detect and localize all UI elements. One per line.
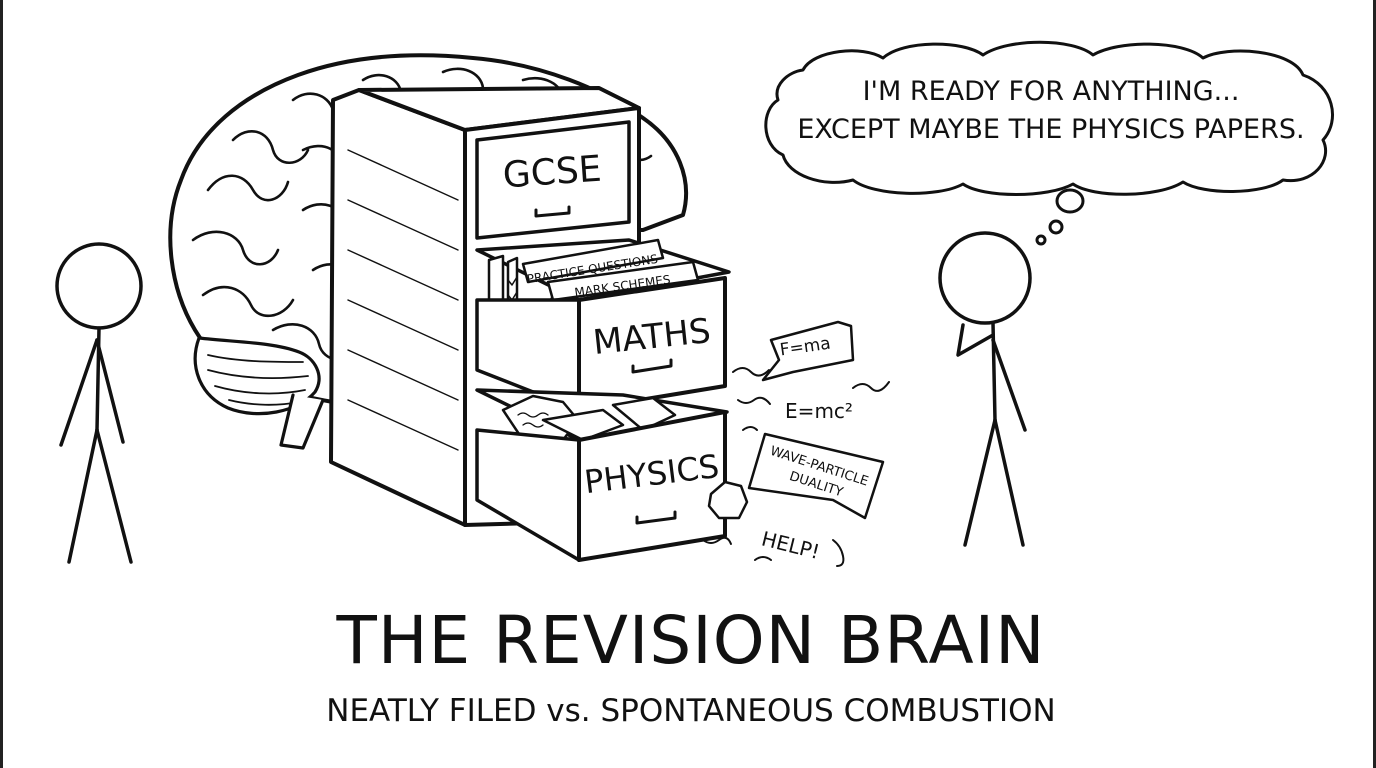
- drawer-gcse: [475, 120, 631, 240]
- drawer-maths: [475, 238, 731, 412]
- stick-figure-right: [938, 231, 1032, 547]
- drawer-physics: [475, 388, 749, 562]
- filing-cabinet: [329, 86, 749, 562]
- thought-line-1: I'M READY FOR ANYTHING...: [863, 76, 1240, 107]
- comic-artwork: GCSE MATHS PHYSICS PRACTICE QUESTIONS MA…: [55, 40, 1334, 567]
- drawer-label-gcse: GCSE: [502, 149, 603, 197]
- note-e-mc2: E=mc²: [785, 399, 853, 423]
- flying-notes: [702, 320, 890, 567]
- thought-bubble: [764, 40, 1334, 246]
- stick-figure-left: [55, 242, 143, 564]
- comic-subtitle: NEATLY FILED vs. SPONTANEOUS COMBUSTION: [326, 693, 1056, 729]
- thought-line-2: EXCEPT MAYBE THE PHYSICS PAPERS.: [797, 114, 1304, 145]
- comic-title: THE REVISION BRAIN: [336, 602, 1046, 679]
